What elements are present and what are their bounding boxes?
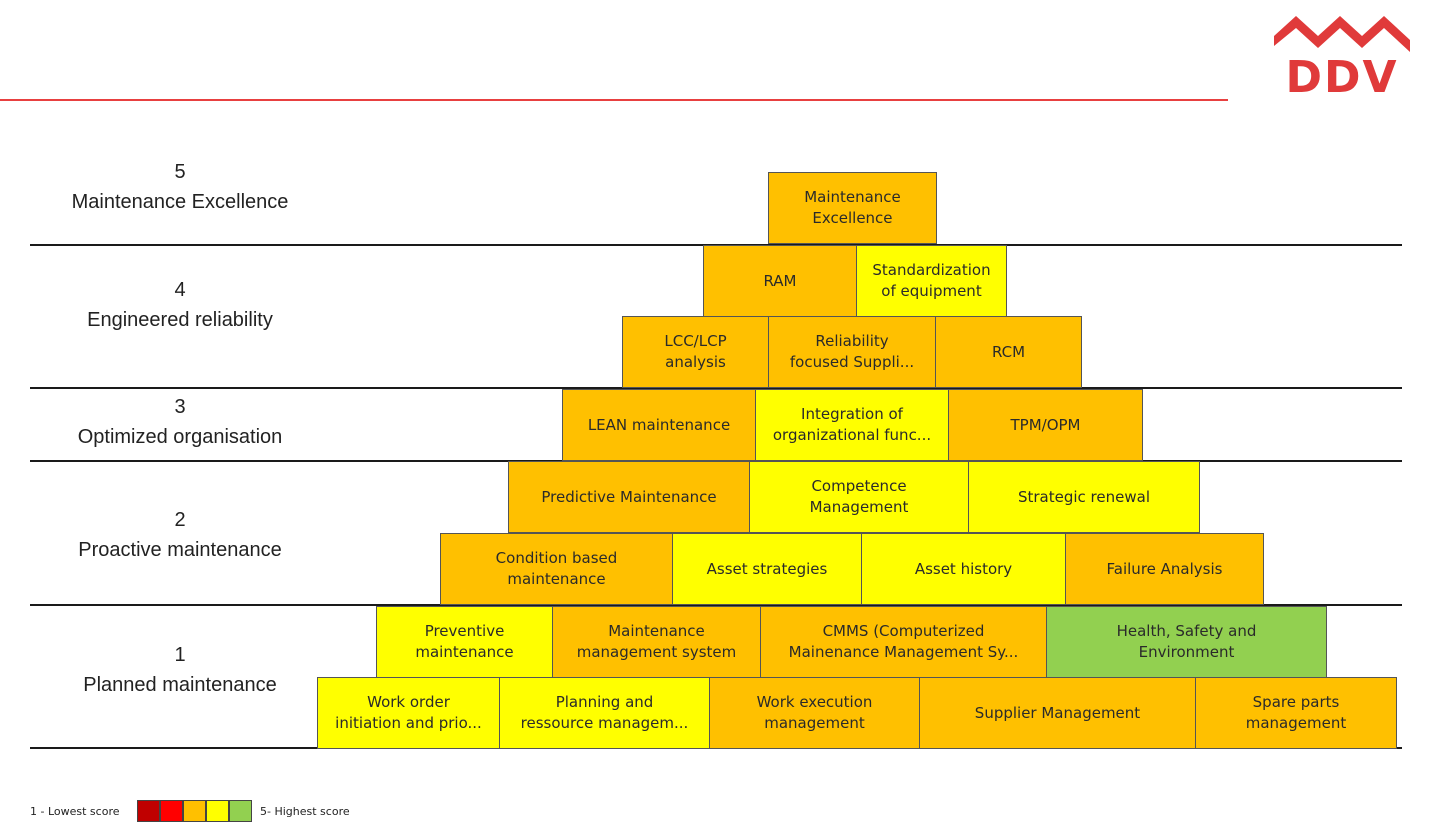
block-spare-parts-management[interactable]: Spare parts management	[1195, 677, 1397, 749]
header-divider	[0, 99, 1228, 101]
level-1-label: 1 Planned maintenance	[30, 640, 330, 700]
level-divider	[30, 604, 1402, 606]
level-3-label: 3 Optimized organisation	[30, 392, 330, 452]
block-asset-strategies[interactable]: Asset strategies	[672, 533, 862, 605]
block-preventive-maintenance[interactable]: Preventive maintenance	[376, 606, 553, 678]
block-work-order-initiation[interactable]: Work order initiation and prio...	[317, 677, 500, 749]
legend-swatch-4	[206, 800, 229, 822]
block-predictive-maintenance[interactable]: Predictive Maintenance	[508, 461, 750, 533]
block-tpm-opm[interactable]: TPM/OPM	[948, 389, 1143, 461]
level-number: 2	[174, 509, 186, 531]
ddv-mountain-logo-icon	[1274, 16, 1410, 52]
level-number: 4	[174, 279, 186, 301]
level-name: Optimized organisation	[77, 426, 283, 448]
block-standardization-of-equipment[interactable]: Standardization of equipment	[856, 245, 1007, 317]
level-name: Proactive maintenance	[78, 539, 282, 561]
block-lean-maintenance[interactable]: LEAN maintenance	[562, 389, 756, 461]
block-integration-of-organizational-functions[interactable]: Integration of organizational func...	[755, 389, 949, 461]
legend-swatch-1	[137, 800, 160, 822]
block-rcm[interactable]: RCM	[935, 316, 1082, 388]
block-work-execution-management[interactable]: Work execution management	[709, 677, 920, 749]
block-supplier-management[interactable]: Supplier Management	[919, 677, 1196, 749]
level-2-label: 2 Proactive maintenance	[30, 505, 330, 565]
level-5-label: 5 Maintenance Excellence	[30, 157, 330, 217]
block-lcc-lcp-analysis[interactable]: LCC/LCP analysis	[622, 316, 769, 388]
block-competence-management[interactable]: Competence Management	[749, 461, 969, 533]
block-cmms[interactable]: CMMS (Computerized Mainenance Management…	[760, 606, 1047, 678]
block-strategic-renewal[interactable]: Strategic renewal	[968, 461, 1200, 533]
level-number: 1	[174, 644, 186, 666]
level-4-label: 4 Engineered reliability	[30, 275, 330, 335]
legend-high-label: 5- Highest score	[260, 805, 350, 818]
block-health-safety-environment[interactable]: Health, Safety and Environment	[1046, 606, 1327, 678]
block-reliability-focused-supplier[interactable]: Reliability focused Suppli...	[768, 316, 936, 388]
level-name: Engineered reliability	[87, 309, 273, 331]
level-number: 5	[174, 161, 186, 183]
block-planning-and-resource-management[interactable]: Planning and ressource managem...	[499, 677, 710, 749]
legend-swatch-2	[160, 800, 183, 822]
level-name: Planned maintenance	[83, 674, 277, 696]
brand-logo-text: DDV	[1285, 52, 1399, 103]
legend-swatch-5	[229, 800, 252, 822]
level-divider	[30, 387, 1402, 389]
block-ram[interactable]: RAM	[703, 245, 857, 317]
level-number: 3	[174, 396, 186, 418]
legend-swatch-3	[183, 800, 206, 822]
block-failure-analysis[interactable]: Failure Analysis	[1065, 533, 1264, 605]
level-name: Maintenance Excellence	[71, 191, 289, 213]
legend-low-label: 1 - Lowest score	[30, 805, 120, 818]
block-asset-history[interactable]: Asset history	[861, 533, 1066, 605]
block-maintenance-excellence[interactable]: Maintenance Excellence	[768, 172, 937, 244]
block-maintenance-management-system[interactable]: Maintenance management system	[552, 606, 761, 678]
block-condition-based-maintenance[interactable]: Condition based maintenance	[440, 533, 673, 605]
